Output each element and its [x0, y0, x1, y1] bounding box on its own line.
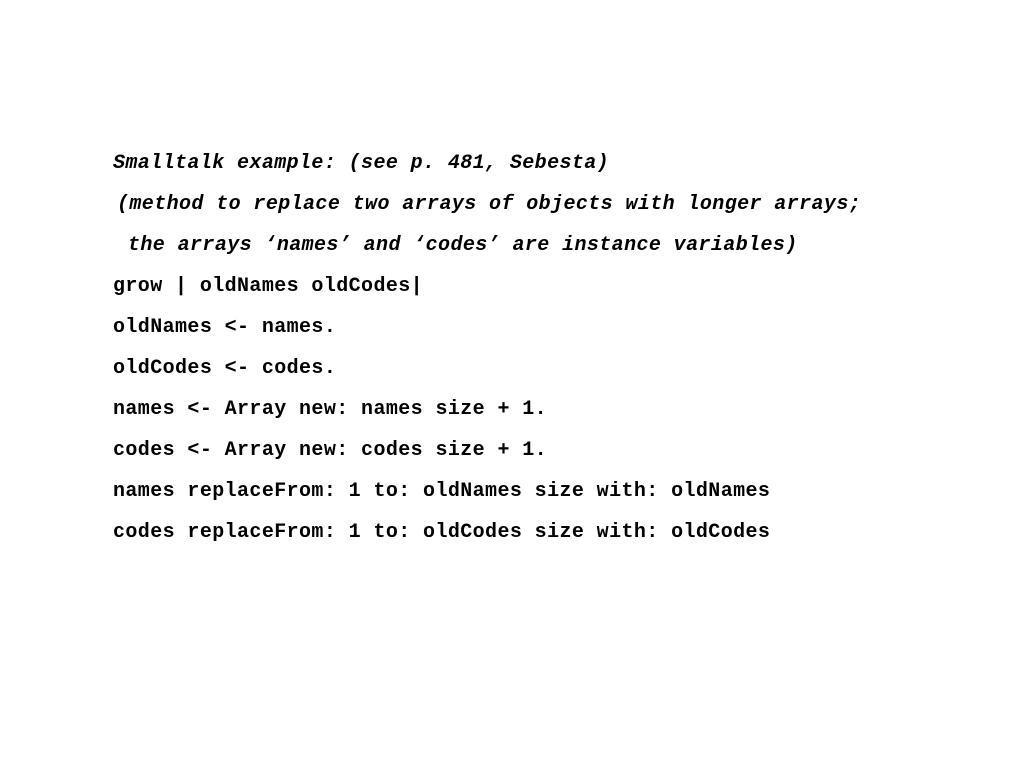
code-line-codes-new: codes <- Array new: codes size + 1. — [113, 439, 548, 462]
code-line-grow: grow | oldNames oldCodes| — [113, 275, 424, 298]
code-line-names-new: names <- Array new: names size + 1. — [113, 398, 548, 421]
code-line-oldnames-assign: oldNames <- names. — [113, 316, 337, 339]
description-line-1: (method to replace two arrays of objects… — [117, 193, 862, 216]
code-line-names-replace: names replaceFrom: 1 to: oldNames size w… — [113, 480, 771, 503]
code-line-codes-replace: codes replaceFrom: 1 to: oldCodes size w… — [113, 521, 771, 544]
example-heading: Smalltalk example: (see p. 481, Sebesta) — [113, 152, 610, 175]
description-line-2: the arrays ‘names’ and ‘codes’ are insta… — [128, 234, 798, 257]
code-block: grow | oldNames oldCodes| oldNames <- na… — [113, 266, 993, 553]
code-line-oldcodes-assign: oldCodes <- codes. — [113, 357, 337, 380]
slide-content: Smalltalk example: (see p. 481, Sebesta)… — [113, 143, 993, 553]
